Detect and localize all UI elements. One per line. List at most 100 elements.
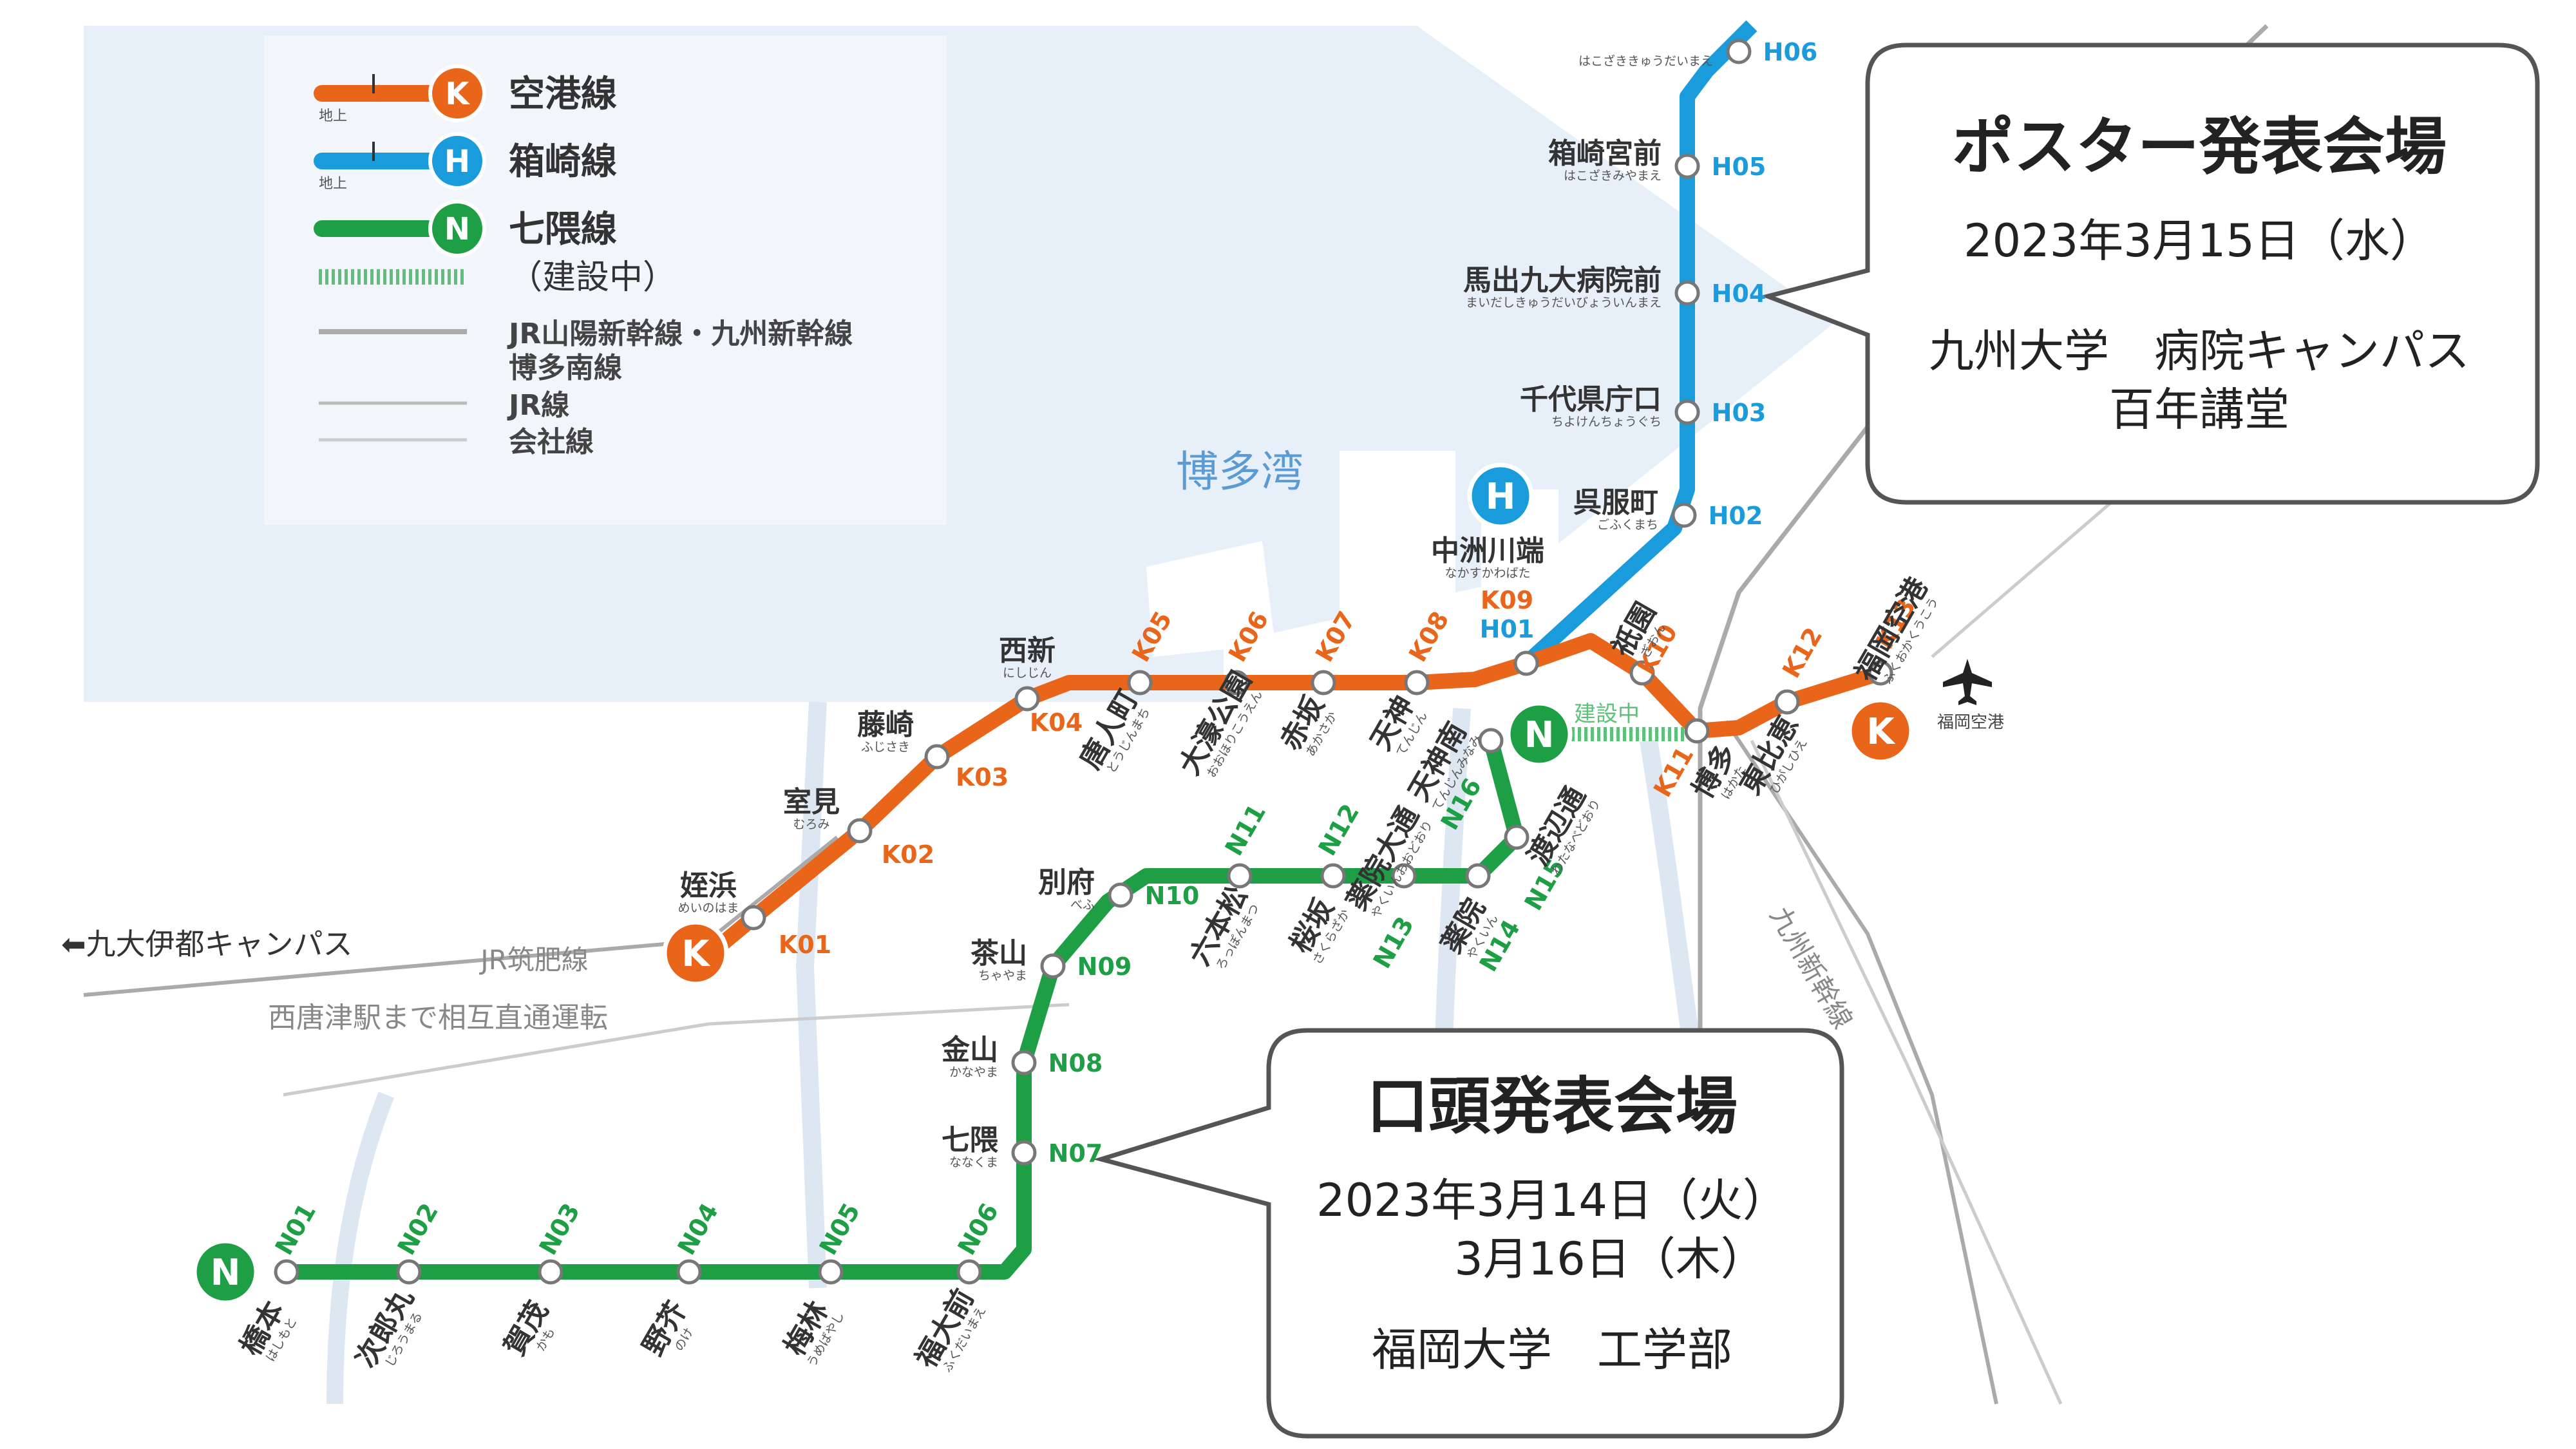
nanakuma-station-dot bbox=[1478, 728, 1504, 753]
poster-bubble bbox=[1760, 43, 2540, 505]
legend-badge-K bbox=[428, 64, 486, 122]
construction-tag: 建設中 bbox=[1574, 701, 1640, 727]
station-label: はこざききゅうだいまえ bbox=[1578, 53, 1713, 68]
station-code: N08 bbox=[1048, 1049, 1103, 1077]
pier bbox=[1340, 451, 1455, 631]
airport-label: 福岡空港 bbox=[1937, 713, 2004, 732]
hakozaki-badge bbox=[1467, 462, 1534, 529]
station-code: H01 bbox=[1480, 615, 1535, 643]
station-name: 馬出九大病院前 bbox=[1463, 264, 1662, 297]
kuko-start-badge bbox=[662, 920, 729, 987]
nanakuma-end-badge bbox=[1506, 701, 1573, 768]
poster-date: 2023年3月15日（水） bbox=[1964, 214, 2435, 267]
legend-name-N: 七隈線 bbox=[509, 209, 617, 251]
legend-code-N: N bbox=[444, 211, 470, 247]
nanakuma-station-dot bbox=[1227, 863, 1253, 889]
station-kana: ごふくまち bbox=[1597, 518, 1658, 532]
hakozaki-station-dot bbox=[1726, 39, 1752, 64]
nanakuma-station-dot bbox=[1465, 863, 1491, 889]
hakozaki-badge-letter: H bbox=[1486, 476, 1516, 518]
station-name: 西新 bbox=[999, 634, 1056, 667]
land-south bbox=[84, 702, 2318, 1417]
station-name: 箱崎宮前 bbox=[1548, 137, 1662, 170]
legend-sub-K: 地上 bbox=[319, 108, 347, 124]
nanakuma-station-dot bbox=[1108, 882, 1133, 908]
legend-other-label: 会社線 bbox=[509, 426, 594, 459]
nanakuma-station-dot bbox=[1011, 1140, 1037, 1166]
kuko-station-dot bbox=[1311, 670, 1336, 696]
station-name: 七隈 bbox=[942, 1124, 999, 1157]
station-kana: はこざきみやまえ bbox=[1564, 168, 1662, 183]
hakozaki-station-dot bbox=[1674, 153, 1700, 179]
kuko-station-dot bbox=[1014, 686, 1040, 712]
legend-other-label: JR線 bbox=[507, 389, 569, 422]
legend-other-label: 博多南線 bbox=[509, 352, 622, 384]
airplane-icon bbox=[1943, 659, 1992, 705]
jr-kagoshima-line bbox=[1724, 720, 1998, 1405]
kuko-station-dot bbox=[1224, 670, 1249, 696]
station-code: H04 bbox=[1712, 279, 1766, 308]
hakozaki-station-dot bbox=[1674, 280, 1700, 306]
poster-venue2: 百年講堂 bbox=[2109, 383, 2289, 436]
station-name: 室見 bbox=[783, 786, 840, 819]
pier bbox=[1146, 541, 1275, 657]
station-kana: まいだしきゅうだいびょういんまえ bbox=[1466, 296, 1662, 310]
jr-line bbox=[283, 1003, 1070, 1097]
hakozaki-station-dot bbox=[1671, 502, 1697, 528]
poster-title: ポスター発表会場 bbox=[1952, 111, 2447, 183]
legend-other-label: JR山陽新幹線・九州新幹線 bbox=[507, 317, 853, 350]
legend-badge-H bbox=[428, 132, 486, 190]
nanakuma-station-dot bbox=[956, 1259, 982, 1285]
river bbox=[327, 1092, 395, 1405]
kuko-line bbox=[690, 633, 1883, 972]
through-service-label: 西唐津駅まで相互直通運転 bbox=[268, 1001, 608, 1034]
nanakuma-station-dot bbox=[1504, 824, 1530, 850]
poster-venue1: 九州大学 病院キャンパス bbox=[1929, 325, 2470, 377]
nanakuma-station-dot bbox=[1011, 1050, 1037, 1075]
station-code: K01 bbox=[779, 931, 831, 959]
jr-line bbox=[1750, 739, 2063, 1405]
station-kana: はこざききゅうだいまえ bbox=[1578, 53, 1713, 68]
nanakuma-station-dot bbox=[538, 1259, 564, 1285]
station-code: K04 bbox=[1030, 708, 1083, 737]
station-kana: にしじん bbox=[1003, 666, 1052, 680]
station-kana: ふじさき bbox=[861, 740, 910, 754]
kuko-end-badge bbox=[1847, 697, 1914, 764]
nanakuma-station-dot bbox=[1040, 953, 1066, 979]
kuko-station-dot bbox=[924, 744, 950, 770]
station-kana: ちよけんちょうぐち bbox=[1551, 415, 1662, 429]
station-code: H02 bbox=[1709, 502, 1763, 530]
station-name: 姪浜 bbox=[680, 869, 737, 902]
legend-name-K: 空港線 bbox=[509, 73, 617, 115]
nanakuma-end-badge-letter: N bbox=[1524, 714, 1555, 756]
station-kana: めいのはま bbox=[677, 901, 739, 915]
jr-chikuhi-label: JR筑肥線 bbox=[478, 944, 589, 976]
station-kana: むろみ bbox=[793, 817, 829, 831]
nanakuma-line bbox=[287, 738, 1524, 1280]
legend-construction-label: （建設中） bbox=[509, 258, 676, 297]
legend-name-H: 箱崎線 bbox=[509, 141, 617, 183]
nanakuma-station-dot bbox=[1391, 863, 1417, 889]
station-kana: べふ bbox=[1070, 898, 1095, 912]
nanakuma-start-badge-letter: N bbox=[211, 1252, 241, 1294]
station-code: K03 bbox=[956, 763, 1009, 791]
oral-date2: 3月16日（木） bbox=[1454, 1233, 1766, 1285]
hakozaki-station-dot bbox=[1674, 399, 1700, 425]
station-name: 金山 bbox=[941, 1034, 998, 1066]
kuko-start-badge-letter: K bbox=[681, 933, 711, 975]
station-code: N07 bbox=[1048, 1139, 1103, 1168]
station-name: 中洲川端 bbox=[1431, 535, 1544, 567]
nanakuma-station-dot bbox=[676, 1259, 702, 1285]
